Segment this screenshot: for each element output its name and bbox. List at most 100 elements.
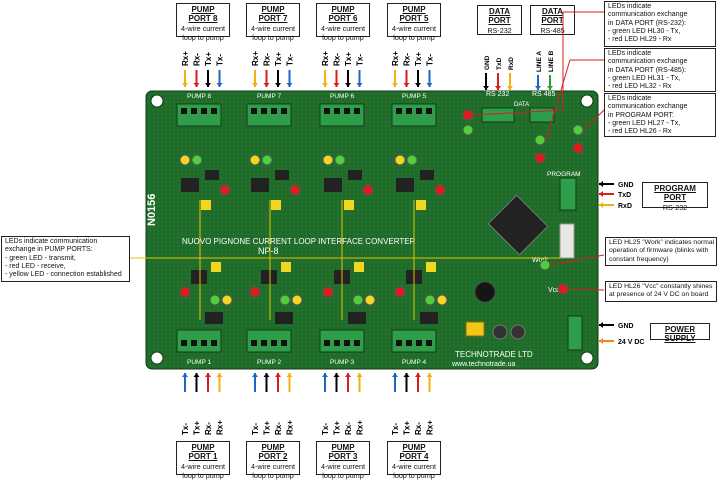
- pump-port-8-title: PUMP PORT 8: [188, 5, 218, 23]
- bottom-port-3-arrow-3-head: [356, 373, 363, 377]
- data-port-rs232-signal-TxD: TxD: [496, 57, 503, 70]
- program-connector: [559, 177, 577, 211]
- top-trimmer-3: [344, 200, 354, 210]
- board-bottom-header-2: PUMP 2: [257, 359, 281, 366]
- pump-port-6-box: PUMP PORT 6 4-wire current loop to pump: [316, 3, 370, 41]
- pump-port-6-desc-1: 4-wire current: [321, 24, 365, 34]
- top-port-2-arrow-3-head: [286, 83, 293, 87]
- program-port-signal-RxD: RxD: [618, 203, 632, 210]
- board-url: www.technotrade.ua: [451, 361, 516, 368]
- pump-port-8-desc-2: loop to pump: [182, 32, 224, 42]
- top-connector-3: [319, 103, 365, 127]
- board-top-header-1: PUMP 8: [187, 93, 211, 100]
- pump-port-1-desc-1: 4-wire current: [181, 462, 225, 472]
- bottom-port-3-signal-Rx+: Rx+: [356, 420, 365, 435]
- data-port-rs485-desc: RS-485: [540, 26, 565, 36]
- bottom-connector-2-pin-0: [251, 340, 257, 346]
- bottom-yellow-led-1: [221, 294, 233, 306]
- top-optocoupler-a-3: [324, 178, 342, 192]
- power-supply-title: POWER SUPPLY: [664, 325, 696, 343]
- top-port-2-arrow-0-head: [252, 83, 258, 87]
- top-connector-1: [176, 103, 222, 127]
- leader-dp485-b: [545, 59, 571, 141]
- bottom-trimmer-2: [281, 262, 291, 272]
- bottom-optocoupler-b-4: [420, 312, 438, 324]
- pump-port-6-title: PUMP PORT 6: [328, 5, 358, 23]
- bottom-port-3-arrow-1-head: [333, 373, 340, 377]
- rs485-label: RS 485: [532, 91, 555, 98]
- led-work: [539, 259, 551, 271]
- top-port-4-signal-Tx+: Tx+: [414, 52, 423, 66]
- top-trimmer-1: [201, 200, 211, 210]
- pump-port-3-desc-2: loop to pump: [322, 470, 364, 480]
- pump-port-8-box: PUMP PORT 8 4-wire current loop to pump: [176, 3, 230, 41]
- top-port-1-arrow-0-head: [182, 83, 188, 87]
- power-supply-box: POWER SUPPLY: [650, 323, 710, 343]
- bottom-port-1-signal-Rx+: Rx+: [216, 420, 225, 435]
- pump-port-5-desc-2: loop to pump: [393, 32, 435, 42]
- top-port-4-arrow-0-head: [392, 83, 398, 87]
- top-port-3-signal-Tx-: Tx-: [356, 54, 365, 66]
- bottom-yellow-led-3: [364, 294, 376, 306]
- pump-port-1-box: PUMP PORT 1 4-wire current loop to pump: [176, 441, 230, 479]
- top-red-led-1: [219, 184, 231, 196]
- pump-port-4-box: PUMP PORT 4 4-wire current loop to pump: [387, 441, 441, 479]
- bottom-optocoupler-b-3: [348, 312, 366, 324]
- pump-port-7-box: PUMP PORT 7 4-wire current loop to pump: [246, 3, 300, 41]
- side-connector: [559, 223, 575, 259]
- top-port-4-signal-Rx+: Rx+: [391, 51, 400, 66]
- led-hl29: [462, 109, 474, 121]
- top-port-2-signal-Tx-: Tx-: [286, 54, 295, 66]
- top-optocoupler-b-1: [205, 170, 219, 180]
- pump-port-4-desc-2: loop to pump: [393, 470, 435, 480]
- bottom-port-4-arrow-2-head: [415, 373, 421, 377]
- bottom-connector-2-pin-3: [281, 340, 287, 346]
- capacitor-2: [510, 324, 526, 340]
- data-port-rs232-arrow-0-head: [483, 86, 489, 90]
- bottom-red-led-3: [322, 286, 334, 298]
- bottom-port-3-signal-Rx-: Rx-: [344, 422, 353, 435]
- top-red-led-2: [289, 184, 301, 196]
- bottom-connector-1-pin-2: [201, 340, 207, 346]
- bottom-connector-1: [176, 329, 222, 353]
- buzzer: [474, 281, 496, 303]
- bottom-port-2-arrow-2-head: [275, 373, 281, 377]
- pump-port-4-desc-1: 4-wire current: [392, 462, 436, 472]
- top-port-1-arrow-3-head: [216, 83, 223, 87]
- top-connector-3-pin-1: [334, 108, 340, 114]
- bottom-port-4-signal-Rx-: Rx-: [414, 422, 423, 435]
- bottom-port-2-arrow-1-head: [263, 373, 270, 377]
- mcu-chip: [487, 194, 549, 256]
- top-connector-4-pin-2: [416, 108, 422, 114]
- power-arrow-0-head: [599, 322, 603, 328]
- top-port-1-arrow-1-head: [193, 83, 200, 87]
- data-port-rs232-box: DATA PORT RS-232: [477, 5, 522, 35]
- bottom-green-led-3: [352, 294, 364, 306]
- top-connector-3-pin-0: [324, 108, 330, 114]
- bottom-port-2-signal-Rx-: Rx-: [274, 422, 283, 435]
- bottom-port-1-signal-Tx-: Tx-: [181, 423, 190, 435]
- top-yellow-led-2: [249, 154, 261, 166]
- top-connector-1-pin-0: [181, 108, 187, 114]
- top-port-3-arrow-0-head: [322, 83, 328, 87]
- pump-port-7-desc-2: loop to pump: [252, 32, 294, 42]
- board-bottom-header-3: PUMP 3: [330, 359, 354, 366]
- top-optocoupler-b-3: [348, 170, 362, 180]
- top-connector-4: [391, 103, 437, 127]
- top-connector-4-pin-0: [396, 108, 402, 114]
- top-connector-4-pin-3: [426, 108, 432, 114]
- board-maker: TECHNOTRADE LTD: [455, 350, 533, 359]
- pump-port-7-title: PUMP PORT 7: [258, 5, 288, 23]
- leader-vcc: [568, 288, 605, 291]
- bottom-green-led-2: [279, 294, 291, 306]
- pump-port-5-title: PUMP PORT 5: [399, 5, 429, 23]
- bottom-connector-4: [391, 329, 437, 353]
- program-port-desc: RS-232: [662, 203, 688, 213]
- board-title: NUOVO PIGNONE CURRENT LOOP INTERFACE CON…: [182, 237, 416, 246]
- pump-port-3-title: PUMP PORT 3: [328, 443, 358, 461]
- program-port-signal-GND: GND: [618, 182, 634, 189]
- top-connector-2-pin-2: [271, 108, 277, 114]
- top-trimmer-4: [416, 200, 426, 210]
